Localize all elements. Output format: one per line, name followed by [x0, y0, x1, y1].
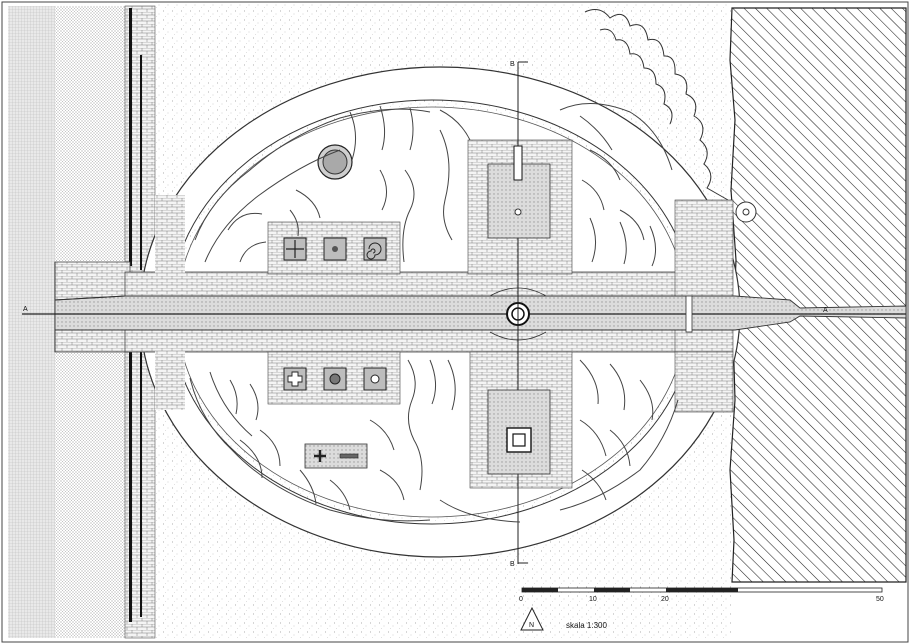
scale-tick-0: 0 [519, 596, 523, 603]
vegetation-edge-inner [599, 28, 673, 125]
right-building-hatch [729, 7, 907, 583]
symbol-tiles-upper [283, 237, 387, 261]
north-arrow-label: N [529, 622, 534, 629]
upper-steps [513, 145, 523, 181]
symbol-tiles-lower [283, 367, 387, 462]
fence-lower-inner [140, 352, 142, 617]
section-b-top-label: B [510, 61, 515, 68]
fence-upper-inner [140, 55, 142, 270]
scale-tick-10: 10 [589, 596, 597, 603]
upper-pavilion-dot [514, 208, 522, 216]
scale-bar: 0 10 20 50 [519, 587, 884, 603]
right-entry-bollard-dot [742, 208, 750, 216]
scale-ratio-label: skala 1:300 [566, 621, 607, 630]
lower-monument-inner [512, 433, 526, 447]
round-basin-inner [322, 149, 348, 175]
scale-tick-50: 50 [876, 596, 884, 603]
north-arrow-icon [520, 606, 544, 631]
fence-upper [129, 8, 132, 266]
main-axis-path [54, 295, 907, 331]
gate-marker [685, 295, 693, 333]
left-road-strip [8, 6, 55, 638]
meandering-paths [189, 102, 679, 523]
fence-lower [129, 352, 132, 622]
scale-tick-20: 20 [661, 596, 669, 603]
left-entry-taper [54, 262, 126, 352]
vegetation-edge [584, 9, 729, 201]
section-a-right-label: A [823, 307, 828, 314]
section-a-left-label: A [23, 306, 28, 313]
section-b-bottom-label: B [510, 561, 515, 568]
